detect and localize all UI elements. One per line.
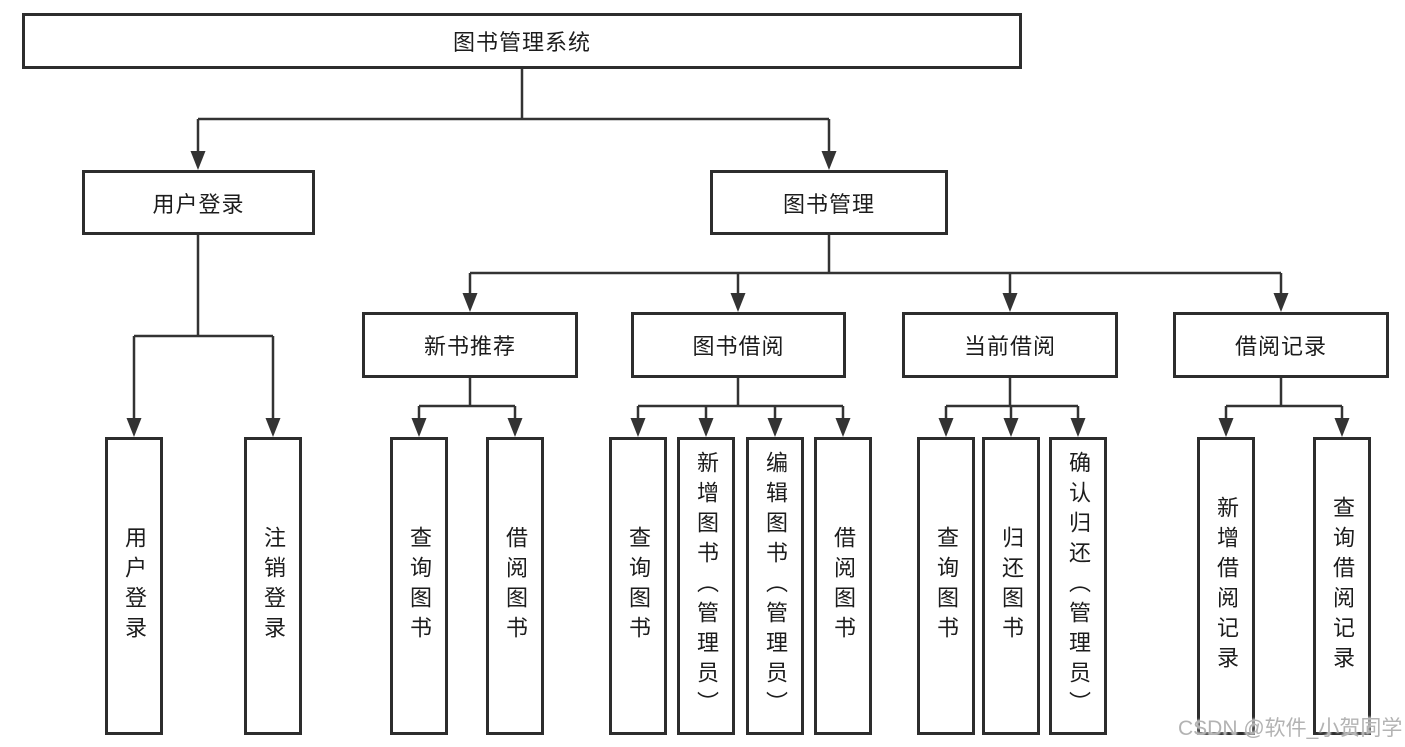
node-book-borrowing: 图书借阅 bbox=[631, 312, 846, 378]
leaf-user-login: 用户登录 bbox=[105, 437, 163, 735]
leaf-query-books-recommend: 查询图书 bbox=[390, 437, 448, 735]
leaf-query-books-borrowing-label: 查询图书 bbox=[626, 526, 651, 646]
leaf-query-books-borrowing: 查询图书 bbox=[609, 437, 667, 735]
leaf-add-borrow-record-label: 新增借阅记录 bbox=[1214, 496, 1239, 676]
leaf-query-books-current: 查询图书 bbox=[917, 437, 975, 735]
leaf-logout-label: 注销登录 bbox=[261, 526, 286, 646]
leaf-query-borrow-record-label: 查询借阅记录 bbox=[1330, 496, 1355, 676]
leaf-query-borrow-record: 查询借阅记录 bbox=[1313, 437, 1371, 735]
leaf-add-book-admin: 新增图书（管理员） bbox=[677, 437, 735, 735]
leaf-edit-book-admin: 编辑图书（管理员） bbox=[746, 437, 804, 735]
leaf-user-login-label: 用户登录 bbox=[122, 526, 147, 646]
leaf-add-book-admin-label: 新增图书（管理员） bbox=[694, 451, 719, 721]
node-current-borrowing: 当前借阅 bbox=[902, 312, 1118, 378]
leaf-logout: 注销登录 bbox=[244, 437, 302, 735]
node-new-book-recommend: 新书推荐 bbox=[362, 312, 578, 378]
leaf-confirm-return-admin-label: 确认归还（管理员） bbox=[1066, 451, 1091, 721]
leaf-borrow-books-recommend-label: 借阅图书 bbox=[503, 526, 528, 646]
leaf-return-books: 归还图书 bbox=[982, 437, 1040, 735]
leaf-add-borrow-record: 新增借阅记录 bbox=[1197, 437, 1255, 735]
watermark: CSDN @软件_小贺同学 bbox=[1178, 717, 1403, 740]
node-user-login: 用户登录 bbox=[82, 170, 315, 235]
leaf-borrow-books-label: 借阅图书 bbox=[831, 526, 856, 646]
connector-stems bbox=[132, 69, 1344, 421]
leaf-borrow-books: 借阅图书 bbox=[814, 437, 872, 735]
leaf-query-books-current-label: 查询图书 bbox=[934, 526, 959, 646]
node-root: 图书管理系统 bbox=[22, 13, 1022, 69]
arrowheads bbox=[126, 151, 1350, 437]
leaf-query-books-recommend-label: 查询图书 bbox=[407, 526, 432, 646]
leaf-confirm-return-admin: 确认归还（管理员） bbox=[1049, 437, 1107, 735]
leaf-return-books-label: 归还图书 bbox=[999, 526, 1024, 646]
leaf-borrow-books-recommend: 借阅图书 bbox=[486, 437, 544, 735]
leaf-edit-book-admin-label: 编辑图书（管理员） bbox=[763, 451, 788, 721]
node-book-management: 图书管理 bbox=[710, 170, 948, 235]
node-borrowing-records: 借阅记录 bbox=[1173, 312, 1389, 378]
